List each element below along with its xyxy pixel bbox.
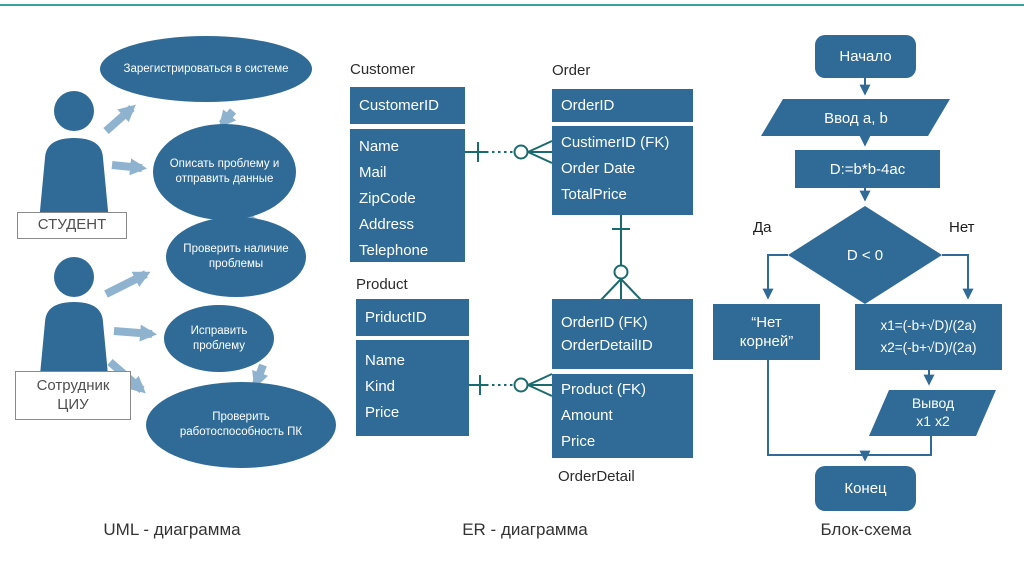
use-case-describe-problem: Описать проблему и отправить данные bbox=[153, 124, 296, 220]
er-order-key: OrderID bbox=[552, 89, 693, 122]
use-case-text: Исправить проблему bbox=[190, 324, 248, 352]
er-connector-order-orderdetail bbox=[600, 215, 642, 301]
use-case-text: Проверить наличие проблемы bbox=[183, 243, 289, 270]
er-field: Amount bbox=[561, 407, 613, 424]
er-field: Name bbox=[365, 352, 406, 369]
node-text: Ввод a, b bbox=[824, 109, 888, 127]
uml-arrow bbox=[104, 270, 151, 298]
node-text: x1=(-b+√D)/(2a) bbox=[880, 318, 977, 334]
er-table-title-product: Product bbox=[356, 276, 408, 293]
actor-label-student: СТУДЕНТ bbox=[17, 212, 127, 239]
actor-label-text: Сотрудник bbox=[36, 376, 110, 394]
uml-arrow bbox=[103, 104, 136, 134]
use-case-text: Проверить работоспособность ПК bbox=[179, 411, 303, 438]
use-case-text: Описать проблему и отправить данные bbox=[169, 158, 280, 185]
node-text: Вывод bbox=[911, 394, 955, 411]
er-field: ZipCode bbox=[359, 190, 416, 207]
er-field: Price bbox=[365, 404, 400, 421]
flow-end: Конец bbox=[815, 466, 916, 511]
flow-start: Начало bbox=[815, 35, 916, 78]
er-field: Price bbox=[561, 433, 596, 450]
caption-flow: Блок-схема bbox=[820, 520, 912, 539]
flow-line-merge-right bbox=[865, 436, 932, 456]
node-text: “Нет корней” bbox=[739, 313, 794, 351]
uml-arrow bbox=[111, 158, 148, 176]
use-case-register: Зарегистрироваться в системе bbox=[100, 36, 312, 102]
node-text: x1 x2 bbox=[916, 413, 950, 429]
er-field: Telephone bbox=[359, 242, 429, 259]
node-text: D:=b*b-4ac bbox=[829, 160, 906, 178]
uml-arrow bbox=[252, 363, 269, 389]
er-order-fields: CustimerID (FK) Order Date TotalPrice bbox=[552, 126, 693, 215]
er-key-text: OrderDetailID bbox=[561, 337, 653, 354]
er-customer-fields: Name Mail ZipCode Address Telephone bbox=[350, 129, 465, 262]
flow-arrow-no bbox=[942, 254, 974, 300]
er-connector-customer-order bbox=[465, 140, 553, 164]
er-field: Mail bbox=[359, 164, 387, 181]
er-key-text: OrderID bbox=[561, 97, 615, 114]
er-orderdetail-key: OrderID (FK) OrderDetailID bbox=[552, 299, 693, 369]
use-case-text: Зарегистрироваться в системе bbox=[123, 62, 289, 75]
er-table-title-orderdetail: OrderDetail bbox=[558, 468, 635, 485]
flow-input-text: Ввод a, b bbox=[780, 100, 932, 136]
caption-er: ER - диаграмма bbox=[462, 520, 588, 539]
uml-arrow bbox=[113, 324, 158, 342]
er-key-text: CustomerID bbox=[359, 97, 440, 114]
er-field: Name bbox=[359, 138, 400, 155]
flow-no-roots: “Нет корней” bbox=[713, 304, 820, 360]
actor-label-text: СТУДЕНТ bbox=[37, 216, 107, 234]
er-product-fields: Name Kind Price bbox=[356, 340, 469, 436]
er-product-key: PriductID bbox=[356, 299, 469, 336]
caption-uml: UML - диаграмма bbox=[103, 520, 241, 539]
node-text: Начало bbox=[839, 48, 892, 65]
flow-compute: D:=b*b-4ac bbox=[795, 150, 940, 188]
node-text: Конец bbox=[844, 480, 887, 497]
branch-label-no: Нет bbox=[949, 219, 975, 236]
actor-icon-student bbox=[38, 91, 110, 232]
er-table-title-customer: Customer bbox=[350, 61, 416, 78]
er-key-text: OrderID (FK) bbox=[561, 313, 648, 331]
er-field: Kind bbox=[365, 378, 396, 395]
node-text: x2=(-b+√D)/(2a) bbox=[880, 340, 977, 355]
flow-decision-text: D < 0 bbox=[790, 238, 940, 272]
flow-roots: x1=(-b+√D)/(2a) x2=(-b+√D)/(2a) bbox=[855, 304, 1002, 370]
actor-label-employee: Сотрудник ЦИУ bbox=[15, 371, 131, 420]
flow-line-merge-left bbox=[767, 360, 865, 456]
branch-label-yes: Да bbox=[753, 219, 772, 236]
flow-output-text: Вывод x1 x2 bbox=[885, 392, 981, 432]
er-connector-product-orderdetail bbox=[468, 373, 553, 397]
er-field: CustimerID (FK) bbox=[561, 134, 670, 151]
er-field: Order Date bbox=[561, 160, 636, 177]
node-text: D < 0 bbox=[846, 246, 884, 264]
er-key-text: PriductID bbox=[365, 309, 427, 326]
use-case-fix-problem: Исправить проблему bbox=[164, 305, 274, 372]
slide-top-accent-line bbox=[0, 4, 1024, 6]
actor-label-text: ЦИУ bbox=[57, 395, 89, 413]
uml-arrow bbox=[218, 108, 237, 128]
use-case-check-problem: Проверить наличие проблемы bbox=[166, 217, 306, 297]
use-case-check-pc: Проверить работоспособность ПК bbox=[146, 382, 336, 468]
er-field: Address bbox=[359, 216, 415, 233]
flow-arrow-yes bbox=[762, 254, 788, 300]
er-customer-key: CustomerID bbox=[350, 87, 465, 124]
er-field: TotalPrice bbox=[561, 186, 627, 203]
er-orderdetail-fields: Product (FK) Amount Price bbox=[552, 374, 693, 458]
er-table-title-order: Order bbox=[552, 62, 591, 79]
er-field: Product (FK) bbox=[561, 381, 647, 398]
